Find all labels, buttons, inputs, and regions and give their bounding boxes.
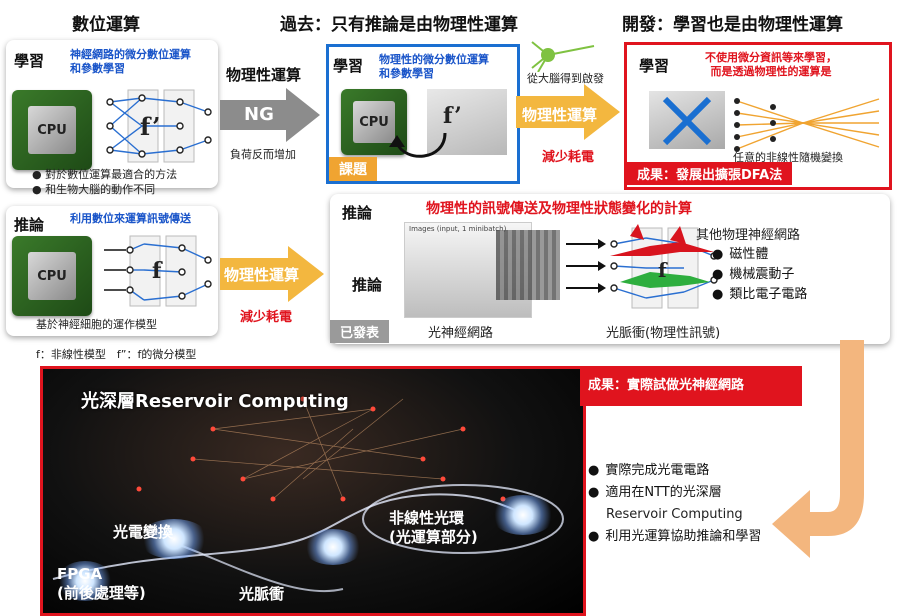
pulse-network-icon — [610, 224, 718, 309]
infer-physical-title: 物理性的訊號傳送及物理性狀態變化的計算 — [426, 201, 692, 217]
cpu-chip-icon: CPU — [12, 90, 92, 170]
infer-physical-label-mid: 推論 — [352, 276, 383, 294]
infer-digital-caption: 基於神經細胞的運作模型 — [36, 318, 157, 331]
learn-digital-bullet-2: ● 和生物大腦的動作不同 — [32, 183, 156, 196]
panel-development: 學習 不使用微分資訊等來學習， 而是透過物理性的運算是 任意的非線性隨機變換 成… — [624, 42, 892, 190]
learn-physical-label: 學習 — [333, 57, 364, 75]
mid-arrow-shape — [516, 84, 620, 140]
pulse-function-label: f — [658, 258, 667, 282]
photo-oe-label: 光電變換 — [113, 523, 174, 541]
photo-ring-label: 非線性光環 (光運算部分) — [389, 509, 478, 546]
learn-physical-desc: 物理性的微分數位運算 和參數學習 — [379, 53, 489, 80]
optical-pulse-caption: 光脈衝(物理性訊號) — [606, 326, 721, 341]
cpu-chip-icon-3: CPU — [12, 236, 92, 316]
dev-desc: 不使用微分資訊等來學習， 而是透過物理性的運算是 — [705, 51, 837, 78]
footnote: f：非線性模型 f”：f的微分模型 — [36, 348, 197, 361]
other-nn-item: 磁性體 — [712, 244, 768, 265]
dev-result-tag: 成果：發展出擴張DFA法 — [627, 162, 793, 185]
result-bullet-continuation: Reservoir Computing — [606, 507, 743, 522]
image-caption: Images (input, 1 minibatch) — [409, 225, 507, 233]
issue-tag: 課題 — [329, 157, 377, 181]
result-bullet: 實際完成光電電路 — [588, 460, 709, 481]
other-nn-item: 機械震動子 — [712, 264, 794, 285]
learn-digital-bullet-1: ● 對於數位運算最適合的方法 — [32, 168, 178, 181]
panel-infer-physical: 推論 物理性的訊號傳送及物理性狀態變化的計算 推論 Images (input,… — [330, 194, 890, 344]
brain-inspiration-caption: 從大腦得到啟發 — [527, 72, 604, 85]
derivative-function-label-2: f’ — [443, 103, 462, 129]
panel-learn-digital: 學習 神經網路的微分數位運算 和參數學習 CPU f’ ● 對於數位運算最適合的… — [6, 40, 218, 196]
mid-arrow-power-saving: 減少耗電 — [542, 150, 595, 165]
neural-network-icon — [106, 89, 212, 163]
infer-label: 推論 — [14, 216, 45, 234]
photo-pulse-label: 光脈衝 — [239, 585, 285, 603]
learn-digital-desc: 神經網路的微分數位運算 和參數學習 — [70, 48, 191, 75]
header-development: 開發：學習也是由物理性運算 — [622, 15, 843, 35]
photo-fpga-label: FPGA (前後處理等) — [57, 565, 146, 602]
cross-mark-icon — [662, 96, 712, 146]
low-arrow-shape — [220, 246, 324, 302]
panel-learn-physical: 學習 物理性的微分數位運算 和參數學習 CPU f’ 課題 — [326, 44, 520, 184]
header-digital: 數位運算 — [72, 15, 140, 35]
light-glow — [139, 519, 209, 559]
forward-network-icon — [104, 235, 212, 307]
feedback-arrow-icon — [389, 132, 447, 158]
dev-random-transform-caption: 任意的非線性隨機變換 — [733, 151, 843, 164]
light-glow — [57, 561, 113, 601]
low-arrow-power-saving: 減少耗電 — [240, 310, 293, 325]
infer-physical-label-top: 推論 — [342, 204, 373, 222]
ng-arrow-shape — [220, 88, 320, 142]
learn-label: 學習 — [14, 52, 45, 70]
connector-arrow-shape — [772, 340, 864, 558]
derivative-function-label: f’ — [140, 112, 161, 141]
panel-infer-digital: 推論 利用數位來運算訊號傳送 CPU f 基於神經細胞的運作模型 — [6, 206, 218, 336]
other-physical-nn-title: 其他物理神經網路 — [696, 228, 801, 243]
input-arrows-icon — [566, 239, 606, 293]
result-bullet: 適用在NTT的光深層 — [588, 482, 721, 503]
other-nn-item: 類比電子電路 — [712, 284, 807, 305]
published-tag: 已發表 — [330, 320, 390, 343]
low-arrow-label: 物理性運算 — [224, 266, 300, 284]
photo-title: 光深層Reservoir Computing — [81, 391, 349, 412]
neuron-icon — [531, 41, 595, 72]
mid-arrow-label: 物理性運算 — [522, 106, 598, 124]
light-glow — [491, 495, 555, 535]
optical-device-image — [427, 89, 507, 155]
ng-arrow-top-label: 物理性運算 — [226, 66, 302, 84]
result-optical-nn-tag: 成果：實際試做光神經網路 — [580, 366, 802, 406]
digit-images — [496, 230, 560, 300]
random-projection-network-icon — [734, 98, 880, 152]
light-glow — [303, 529, 363, 565]
infer-digital-desc: 利用數位來運算訊號傳送 — [70, 212, 191, 225]
header-past: 過去：只有推論是由物理性運算 — [280, 15, 518, 35]
ng-arrow-label: NG — [244, 104, 274, 125]
ng-arrow-bottom-label: 負荷反而增加 — [230, 148, 296, 161]
photonic-reservoir-photo: 光深層Reservoir Computing 光電變換 非線性光環 (光運算部分… — [40, 366, 586, 616]
dev-learn-label: 學習 — [639, 57, 670, 75]
function-label: f — [152, 258, 162, 284]
result-bullet: 利用光運算協助推論和學習 — [588, 526, 761, 547]
optical-nn-caption: 光神經網路 — [428, 326, 494, 341]
